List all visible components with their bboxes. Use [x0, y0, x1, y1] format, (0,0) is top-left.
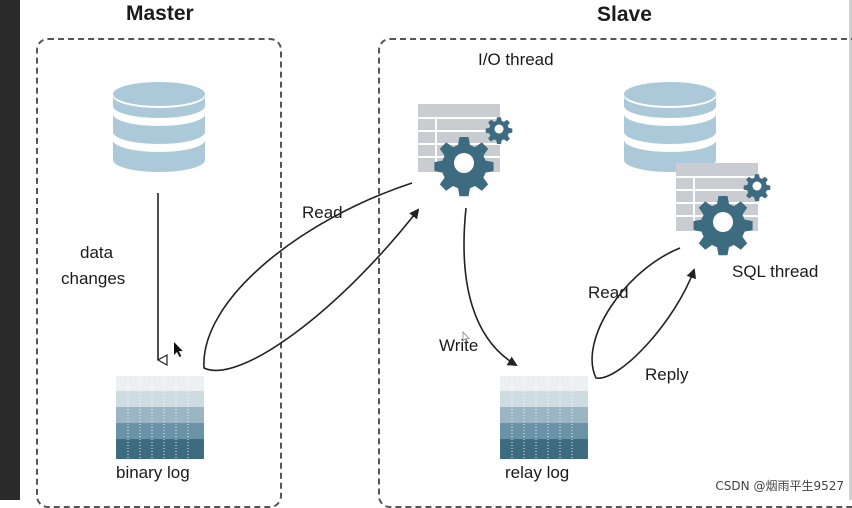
- reply-label: Reply: [645, 365, 689, 384]
- read-reply-arrow: [591, 247, 696, 379]
- left-edge-strip: [0, 0, 20, 500]
- write-label: Write: [439, 336, 479, 355]
- master-database-icon: [113, 82, 205, 172]
- relay-log-label: relay log: [505, 463, 570, 482]
- read-arrow-1: [203, 182, 420, 372]
- write-arrow: [463, 207, 518, 367]
- io-thread-gear-icon: [417, 103, 513, 197]
- data-label: data: [80, 243, 114, 262]
- sql-thread-gear-icon: [675, 162, 771, 256]
- cursor-icon: [174, 342, 183, 357]
- binary-log-label: binary log: [116, 463, 190, 482]
- watermark: CSDN @烟雨平生9527: [715, 479, 844, 493]
- slave-title: Slave: [597, 3, 652, 26]
- io-thread-label: I/O thread: [478, 50, 554, 69]
- master-title: Master: [126, 2, 194, 25]
- relay-log-icon: [499, 375, 589, 460]
- binary-log-icon: [115, 375, 205, 460]
- text-cursor-icon: [462, 330, 470, 343]
- slave-database-icon: [624, 82, 716, 172]
- changes-label: changes: [61, 269, 126, 288]
- right-edge-strip: [849, 0, 852, 500]
- sql-thread-label: SQL thread: [732, 262, 819, 281]
